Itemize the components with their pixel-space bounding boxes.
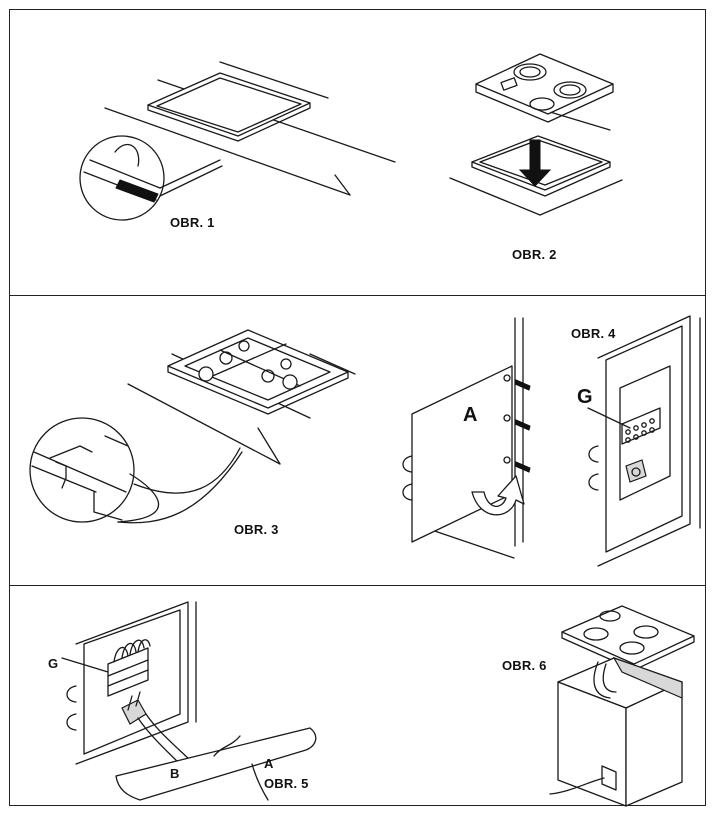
terminal-g-callout-fig5: G <box>48 656 59 671</box>
fig3-gas-hob <box>167 329 349 415</box>
fig3-magnifier-detail <box>29 417 243 524</box>
fig4-label: OBR. 4 <box>571 326 616 341</box>
fig5-label: OBR. 5 <box>264 776 309 791</box>
fig1-magnifier-detail <box>79 135 223 221</box>
cover-a-callout-fig5: A <box>264 756 274 771</box>
fig5-fig6-drawing <box>61 601 695 807</box>
fig4-opening <box>588 315 701 567</box>
fig1-label: OBR. 1 <box>170 215 215 230</box>
fig4-rotate-arrow <box>471 475 525 516</box>
fig3-label: OBR. 3 <box>234 522 279 537</box>
cover-a-callout: A <box>463 404 478 426</box>
panel-bottom: G B A OBR. 5 OBR. 6 <box>10 585 705 807</box>
fig5-cover-a <box>115 727 317 801</box>
panel-top: OBR. 1 OBR. 2 <box>10 10 705 295</box>
fig6-hob <box>561 605 695 671</box>
fig4-cover-a <box>402 365 531 543</box>
panel-middle: OBR. 3 OBR. 4 A G <box>10 295 705 585</box>
instruction-sheet: OBR. 1 OBR. 2 <box>9 9 706 807</box>
fig3-fig4-drawing <box>29 315 701 567</box>
fig4-terminal-block-g <box>587 407 661 483</box>
terminal-g-callout: G <box>577 386 593 408</box>
fig6-connecting-cable <box>593 661 617 699</box>
fig5-opening <box>66 601 197 765</box>
fig2-label: OBR. 2 <box>512 247 557 262</box>
fig5-terminal-block-g <box>61 639 151 697</box>
fig6-label: OBR. 6 <box>502 658 547 673</box>
fig2-down-arrow <box>518 139 552 187</box>
fig2-hob <box>475 53 614 123</box>
fig6-cabinet <box>549 656 683 807</box>
fig1-fig2-drawing <box>79 53 623 221</box>
fig2-frame <box>471 135 611 197</box>
fig1-sealing-frame <box>147 72 311 142</box>
cable-b-callout: B <box>170 766 180 781</box>
fig5-cable-b <box>121 691 195 771</box>
